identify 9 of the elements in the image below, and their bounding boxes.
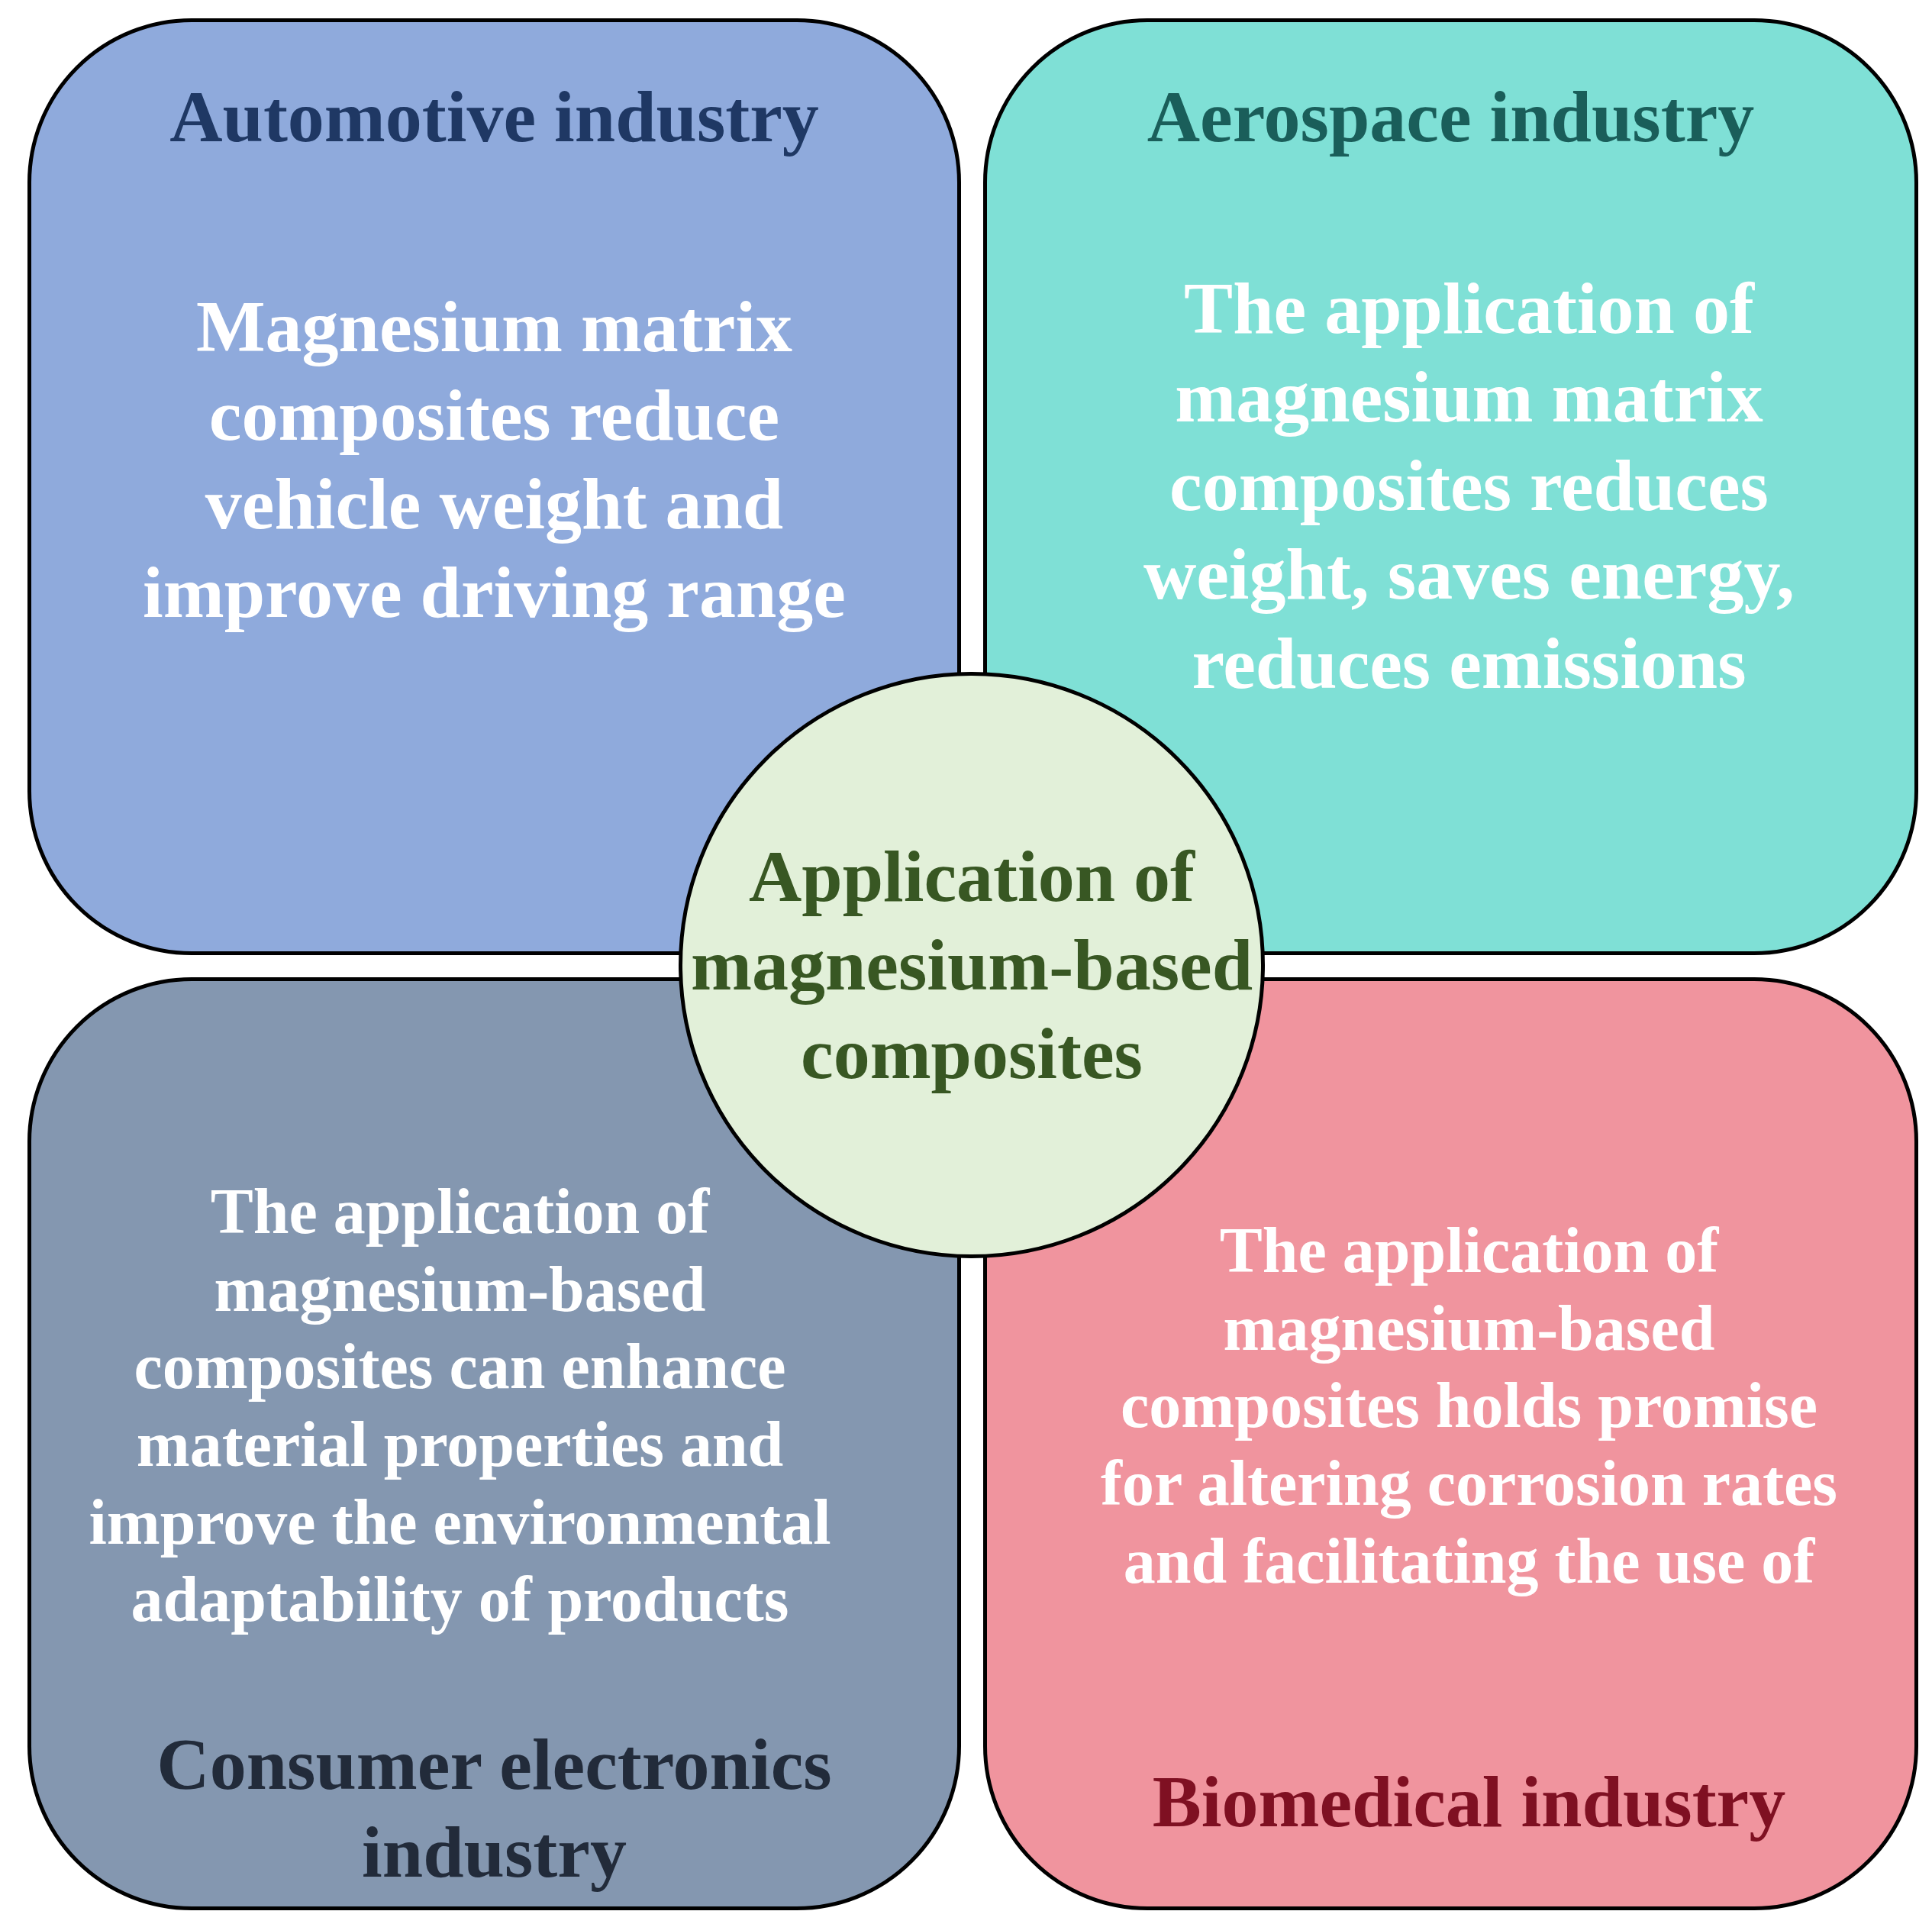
- circle-title: Application of magnesium-based composites: [689, 834, 1254, 1096]
- panel-heading: Automotive industry: [169, 75, 820, 159]
- panel-description: The application of magnesium matrix composites reduces weight, saves energy, reduces emissions: [1142, 266, 1796, 705]
- panel-heading: Biomedical industry: [1151, 1760, 1787, 1844]
- panel-heading: Aerospace industry: [1146, 75, 1756, 159]
- panel-description: The application of magnesium-based composites can enhance material properties and improve the environmental adaptability of products: [88, 1175, 832, 1637]
- panel-heading: Consumer electronics industry: [156, 1722, 833, 1895]
- panel-description: The application of magnesium-based composites holds promise for altering corrosion rates and facilitating the use of: [1100, 1214, 1838, 1598]
- panel-description: Magnesium matrix composites reduce vehicle weight and improve driving range: [142, 285, 847, 635]
